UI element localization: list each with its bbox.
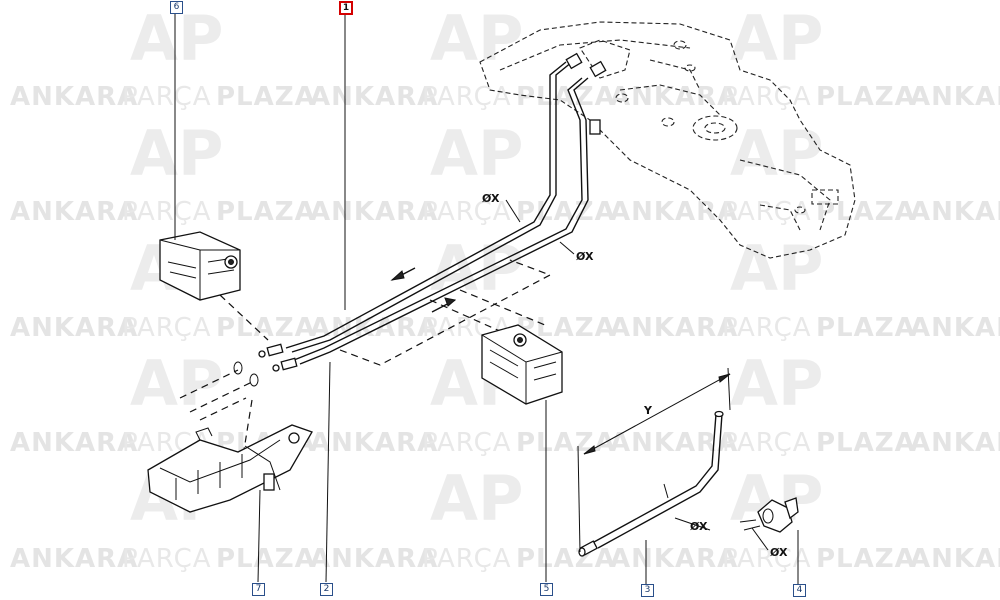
watermark-text: ANKARA [610, 428, 738, 458]
callout-part-7[interactable]: 7 [252, 583, 265, 596]
watermark-text: ANKARA [310, 313, 438, 343]
watermark-text: PLAZA [816, 82, 916, 112]
watermark-text: PLAZA [816, 428, 916, 458]
pipe-end-fitting-upper [258, 343, 284, 358]
union-fitting-part-4[interactable] [739, 497, 799, 551]
fuel-tank [479, 21, 856, 259]
watermark-text: PARÇA [422, 197, 512, 227]
watermark-text: PLAZA [216, 544, 316, 574]
watermark-text: ANKARA [910, 428, 1000, 458]
callout-label: 6 [173, 2, 180, 12]
short-pipe-part-3[interactable] [577, 367, 731, 557]
fuel-pipe-assembly[interactable] [258, 52, 607, 372]
watermark-text: ANKARA [910, 82, 1000, 112]
callout-part-3[interactable]: 3 [641, 584, 654, 597]
watermark-text: ANKARA [910, 313, 1000, 343]
callout-label: 7 [255, 584, 262, 594]
watermark-text: ANKARA [610, 197, 738, 227]
watermark-text: PARÇA [122, 313, 212, 343]
watermark-text: ANKARA [310, 428, 438, 458]
callout-label: 2 [323, 584, 330, 594]
callout-label: 3 [644, 585, 651, 595]
svg-text:ØX: ØX [770, 546, 788, 559]
watermark-text: PLAZA [816, 544, 916, 574]
svg-text:ØX: ØX [482, 192, 500, 205]
watermark-text: PARÇA [722, 82, 812, 112]
watermark-text: PLAZA [816, 197, 916, 227]
callout-part-1[interactable]: 1 [339, 1, 353, 15]
mounting-bracket-part-7[interactable] [147, 424, 313, 513]
watermark-text: PARÇA [422, 428, 512, 458]
callout-label: 4 [796, 585, 803, 595]
watermark-text: PLAZA [516, 428, 616, 458]
watermark-logo: AP [730, 117, 823, 190]
watermark-logo: AP [730, 2, 823, 75]
assembly-guides [179, 259, 552, 451]
watermark-text: ANKARA [910, 544, 1000, 574]
watermark-logo: AP [730, 347, 823, 420]
callout-part-6[interactable]: 6 [170, 1, 183, 14]
watermark-text: PARÇA [122, 544, 212, 574]
watermark-text: ANKARA [610, 82, 738, 112]
watermark-text: PLAZA [516, 197, 616, 227]
watermark-text: PLAZA [216, 82, 316, 112]
watermark-text: PARÇA [722, 544, 812, 574]
watermark-text: ANKARA [310, 82, 438, 112]
svg-text:ØX: ØX [690, 520, 708, 533]
watermark-text: PARÇA [122, 82, 212, 112]
watermark-logo: AP [130, 347, 223, 420]
pipe-clip-part-6[interactable] [159, 231, 241, 301]
watermark-logo: AP [430, 2, 523, 75]
watermark-text: PARÇA [722, 313, 812, 343]
callout-part-4[interactable]: 4 [793, 584, 806, 597]
watermark-text: ANKARA [310, 197, 438, 227]
callout-leaders [174, 14, 799, 584]
watermark-logo: AP [430, 117, 523, 190]
connector-pins [233, 361, 259, 387]
watermark-text: ANKARA [10, 197, 138, 227]
watermark-logo: AP [130, 2, 223, 75]
watermark-text: PARÇA [422, 544, 512, 574]
watermark-text: ANKARA [310, 544, 438, 574]
watermark-text: PARÇA [122, 197, 212, 227]
dimension-labels: ØX ØX ØX ØX Y [482, 192, 788, 559]
watermark-text: ANKARA [610, 544, 738, 574]
callout-label: 1 [342, 3, 350, 13]
watermark-logo: AP [430, 462, 523, 535]
callout-label: 5 [543, 584, 550, 594]
callout-part-5[interactable]: 5 [540, 583, 553, 596]
watermark-text: ANKARA [910, 197, 1000, 227]
watermark-text: PLAZA [516, 544, 616, 574]
watermark-text: ANKARA [10, 428, 138, 458]
watermark-text: ANKARA [10, 313, 138, 343]
watermark-logo: AP [130, 117, 223, 190]
watermark-text: ANKARA [610, 313, 738, 343]
watermark-text: PARÇA [722, 428, 812, 458]
svg-text:ØX: ØX [576, 250, 594, 263]
pipe-clip-part-5[interactable] [481, 324, 563, 405]
pipe-end-fitting-lower [272, 357, 298, 372]
watermark-text: PLAZA [816, 313, 916, 343]
watermark-text: PLAZA [216, 197, 316, 227]
watermark-text: ANKARA [10, 82, 138, 112]
watermark-text: PARÇA [422, 82, 512, 112]
watermark-logo: AP [430, 232, 523, 305]
callout-part-2[interactable]: 2 [320, 583, 333, 596]
svg-text:Y: Y [643, 404, 653, 417]
watermark-logo: AP [730, 232, 823, 305]
watermark-text: ANKARA [10, 544, 138, 574]
